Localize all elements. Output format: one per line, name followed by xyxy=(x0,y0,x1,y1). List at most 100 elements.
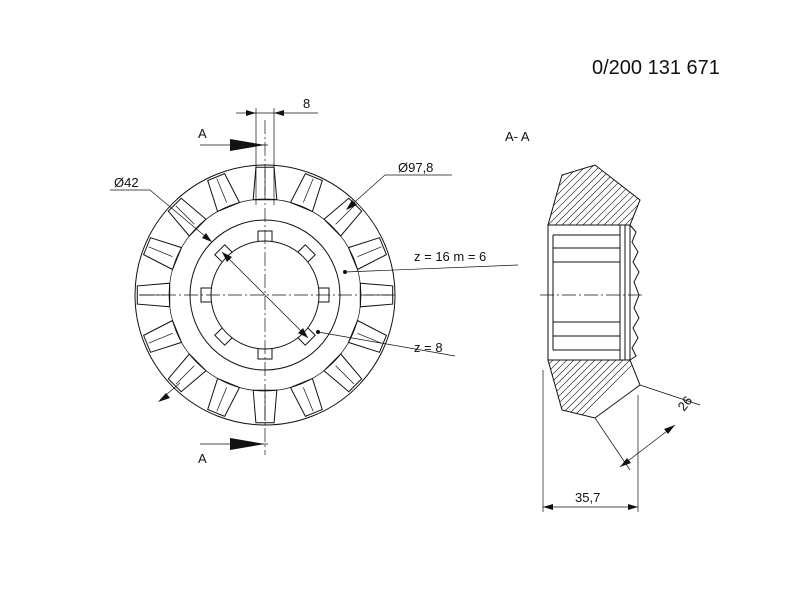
cut-label-bottom: A xyxy=(198,451,207,466)
cut-arrow-top xyxy=(230,139,265,151)
hatch-line xyxy=(552,360,640,418)
hatch-line xyxy=(548,165,621,225)
hatch-line xyxy=(548,165,640,225)
hatch-line xyxy=(548,360,640,418)
tooth-center-line xyxy=(175,365,195,385)
tooth-center-line xyxy=(357,246,382,258)
tooth-center-line xyxy=(175,205,195,225)
tooth-center-line xyxy=(148,246,173,258)
ext-26-a xyxy=(639,384,701,406)
gear-tooth xyxy=(347,237,388,271)
gear-tooth xyxy=(142,319,183,353)
gear-tooth xyxy=(359,282,394,308)
hatch-line xyxy=(548,165,640,225)
gear-tooth xyxy=(136,282,171,308)
gear-tooth xyxy=(167,197,207,237)
tooth-center-line xyxy=(216,178,228,203)
dia-97-label: Ø97,8 xyxy=(398,160,433,175)
tooth-center-line xyxy=(216,387,228,412)
cut-arrow-bottom xyxy=(230,438,265,450)
hatch-line xyxy=(548,165,640,225)
hatch-line xyxy=(224,160,494,430)
section-upper xyxy=(547,164,641,226)
gear-tooth xyxy=(207,172,241,213)
hatch-line xyxy=(273,160,543,430)
gear-tooth xyxy=(323,353,363,393)
spline-label: z = 8 xyxy=(414,340,443,355)
dim-35-arrow-a xyxy=(543,504,553,510)
tooth-center-line xyxy=(302,387,314,412)
hatch-line xyxy=(548,360,640,418)
dim-26-arrow-a xyxy=(620,458,631,467)
hatch-line xyxy=(548,360,640,418)
spline-slot xyxy=(214,244,233,263)
dia-42-label: Ø42 xyxy=(114,175,139,190)
cut-label-top: A xyxy=(198,126,207,141)
dim-26-arrow-b xyxy=(664,425,675,434)
dim-35-arrow-b xyxy=(628,504,638,510)
hatch-line xyxy=(548,360,640,418)
dia-97-arrow xyxy=(346,200,357,210)
spline-slot xyxy=(297,244,316,263)
hatch-line xyxy=(548,165,640,225)
tooth-center-line xyxy=(357,332,382,344)
hatch-line xyxy=(548,165,635,225)
bore-arrow-a xyxy=(222,252,232,262)
bore-diagonal xyxy=(221,251,309,339)
gear-tooth xyxy=(323,197,363,237)
dia-42-leader-slant xyxy=(149,189,213,243)
hatch-line xyxy=(548,165,628,225)
spline-leader-dot xyxy=(316,330,320,334)
hatch-upper xyxy=(224,160,640,430)
teeth-leader xyxy=(344,264,519,273)
gear-tooth xyxy=(252,389,278,424)
part-number: 0/200 131 671 xyxy=(592,57,720,79)
hatch-line xyxy=(548,165,600,225)
hatch-line xyxy=(273,160,543,430)
hatch-line xyxy=(548,165,640,225)
bore-region xyxy=(547,224,631,361)
teeth-label: z = 16 m = 6 xyxy=(414,249,486,264)
spline-slot xyxy=(214,327,233,346)
dia-42-arrow xyxy=(202,233,212,242)
hatch-line xyxy=(548,165,640,225)
tooth-center-line xyxy=(335,205,355,225)
tooth-profile xyxy=(629,224,640,361)
hatch-line xyxy=(548,165,640,225)
gear-tooth xyxy=(347,319,388,353)
hatch-line xyxy=(548,165,640,225)
hatch-line xyxy=(548,360,640,418)
section-view: 35,7 26 xyxy=(224,160,701,512)
dim-line-26 xyxy=(619,424,676,468)
dia-42-arrow-lower xyxy=(158,393,170,402)
front-view: 8 A A Ø42 Ø97,8 z = 16 m = 6 z = 8 xyxy=(110,96,519,466)
hatch-line xyxy=(548,165,640,225)
ext-26-b xyxy=(594,417,631,471)
teeth-leader-dot xyxy=(343,270,347,274)
hatch-line xyxy=(548,165,614,225)
gear-tooth xyxy=(167,353,207,393)
hatch-line xyxy=(224,160,494,430)
tooth-center-line xyxy=(148,332,173,344)
dim-35-label: 35,7 xyxy=(575,490,600,505)
spline-leader xyxy=(317,331,456,357)
hatch-line xyxy=(559,360,640,418)
hatch-line xyxy=(548,165,640,225)
spline-slot xyxy=(297,327,316,346)
hatch-line xyxy=(548,360,640,418)
gear-tooth xyxy=(142,237,183,271)
hatch-line xyxy=(548,360,640,418)
gear-tooth xyxy=(289,377,323,418)
gear-tooth xyxy=(289,172,323,213)
hatch-line xyxy=(548,360,640,418)
gear-tooth xyxy=(207,377,241,418)
tooth-center-line xyxy=(335,365,355,385)
hatch-line xyxy=(566,360,640,418)
dim-8-arrow-b xyxy=(274,110,284,116)
dim-26-label: 26 xyxy=(675,393,696,414)
dim-8-arrow-a xyxy=(246,110,256,116)
tooth-center-line xyxy=(302,178,314,203)
hatch-line xyxy=(548,165,607,225)
bore-arrow-b xyxy=(298,328,308,338)
